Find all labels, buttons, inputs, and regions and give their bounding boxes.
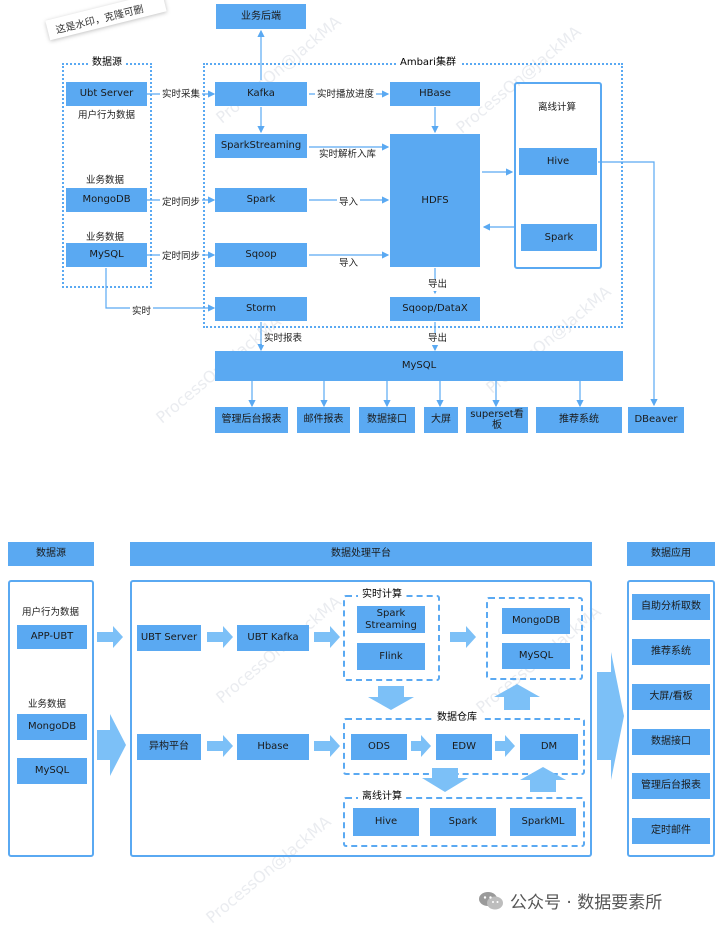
sink-mysql-box: MySQL bbox=[502, 643, 570, 669]
output-data-api: 数据接口 bbox=[359, 407, 415, 433]
data-warehouse-title: 数据仓库 bbox=[433, 712, 481, 724]
data-source-title: 数据源 bbox=[88, 57, 126, 69]
ubt-kafka-bottom: UBT Kafka bbox=[237, 625, 309, 651]
user-behavior-label-bottom: 用户行为数据 bbox=[22, 607, 80, 618]
hbase-bottom: Hbase bbox=[237, 734, 309, 760]
mysql-source-bottom: MySQL bbox=[17, 758, 87, 784]
spark-bottom: Spark bbox=[430, 808, 496, 836]
flink-box: Flink bbox=[357, 643, 425, 670]
edge-label-realtime-collect: 实时采集 bbox=[160, 89, 203, 101]
col-header-apps: 数据应用 bbox=[627, 542, 715, 566]
app-admin-report: 管理后台报表 bbox=[632, 773, 710, 799]
sqoop-datax-box: Sqoop/DataX bbox=[390, 297, 480, 321]
hbase-box: HBase bbox=[390, 82, 480, 106]
offline-compute-title-bottom: 离线计算 bbox=[358, 791, 406, 803]
offline-compute-group-bottom bbox=[343, 797, 585, 847]
wechat-icon bbox=[479, 891, 503, 909]
dm-box: DM bbox=[520, 734, 578, 760]
footer-text: 公众号 · 数据要素所 bbox=[510, 893, 663, 913]
mysql-source-box: MySQL bbox=[66, 243, 147, 267]
footer: 公众号 · 数据要素所 bbox=[478, 888, 662, 913]
app-data-api: 数据接口 bbox=[632, 729, 710, 755]
app-recommend: 推荐系统 bbox=[632, 639, 710, 665]
edge-label-export-2: 导出 bbox=[426, 333, 450, 345]
edge-label-realtime-report: 实时报表 bbox=[262, 333, 305, 345]
mongodb-source-bottom: MongoDB bbox=[17, 714, 87, 740]
edge-label-realtime-parse: 实时解析入库 bbox=[317, 149, 379, 161]
biz-data-label-bottom: 业务数据 bbox=[28, 699, 67, 710]
sqoop-box: Sqoop bbox=[215, 243, 307, 267]
hetero-platform-box: 异构平台 bbox=[137, 734, 201, 760]
apps-panel bbox=[627, 580, 715, 857]
col-header-platform: 数据处理平台 bbox=[130, 542, 592, 566]
app-scheduled-email: 定时邮件 bbox=[632, 818, 710, 844]
storm-box: Storm bbox=[215, 297, 307, 321]
app-self-analysis: 自助分析取数 bbox=[632, 594, 710, 620]
dbeaver-box: DBeaver bbox=[628, 407, 684, 433]
hive-bottom: Hive bbox=[353, 808, 419, 836]
kafka-box: Kafka bbox=[215, 82, 307, 106]
edge-label-realtime-progress: 实时播放进度 bbox=[315, 89, 377, 101]
spark-streaming-bottom: Spark Streaming bbox=[357, 606, 425, 633]
edge-label-sched-sync-2: 定时同步 bbox=[160, 251, 203, 263]
output-admin-report: 管理后台报表 bbox=[215, 407, 288, 433]
sparkstreaming-box: SparkStreaming bbox=[215, 134, 307, 158]
output-superset: superset看板 bbox=[466, 407, 528, 433]
biz-data-label-1: 业务数据 bbox=[86, 175, 125, 186]
app-big-screen: 大屏/看板 bbox=[632, 684, 710, 710]
edge-label-import-2: 导入 bbox=[337, 258, 361, 270]
edw-box: EDW bbox=[436, 734, 492, 760]
output-recommend: 推荐系统 bbox=[536, 407, 622, 433]
sparkml-box: SparkML bbox=[510, 808, 576, 836]
hive-box: Hive bbox=[519, 148, 597, 175]
ods-box: ODS bbox=[351, 734, 407, 760]
watermark-stamp: 这是水印，克隆可删 bbox=[45, 0, 167, 41]
hdfs-box: HDFS bbox=[390, 134, 480, 267]
app-ubt-box: APP-UBT bbox=[17, 625, 87, 649]
ambari-cluster-title: Ambari集群 bbox=[396, 57, 460, 69]
platform-panel bbox=[130, 580, 592, 857]
realtime-compute-title: 实时计算 bbox=[358, 589, 406, 601]
edge-label-realtime: 实时 bbox=[130, 306, 154, 318]
sink-mongodb-box: MongoDB bbox=[502, 608, 570, 634]
output-big-screen: 大屏 bbox=[424, 407, 458, 433]
edge-label-export-1: 导出 bbox=[426, 279, 450, 291]
spark-box: Spark bbox=[215, 188, 307, 212]
user-behavior-label: 用户行为数据 bbox=[78, 110, 136, 121]
sink-group bbox=[486, 597, 583, 680]
sources-panel bbox=[8, 580, 94, 857]
edge-label-sched-sync-1: 定时同步 bbox=[160, 197, 203, 209]
ubt-server-bottom: UBT Server bbox=[137, 625, 201, 651]
offline-compute-title: 离线计算 bbox=[538, 102, 577, 113]
biz-data-label-2: 业务数据 bbox=[86, 232, 125, 243]
mysql-main-box: MySQL bbox=[215, 351, 623, 381]
col-header-sources: 数据源 bbox=[8, 542, 94, 566]
output-email-report: 邮件报表 bbox=[297, 407, 350, 433]
mongodb-source-box: MongoDB bbox=[66, 188, 147, 212]
ubt-server-box: Ubt Server bbox=[66, 82, 147, 106]
edge-label-import-1: 导入 bbox=[337, 197, 361, 209]
spark-offline-box: Spark bbox=[521, 224, 597, 251]
biz-backend-box: 业务后端 bbox=[216, 4, 306, 29]
